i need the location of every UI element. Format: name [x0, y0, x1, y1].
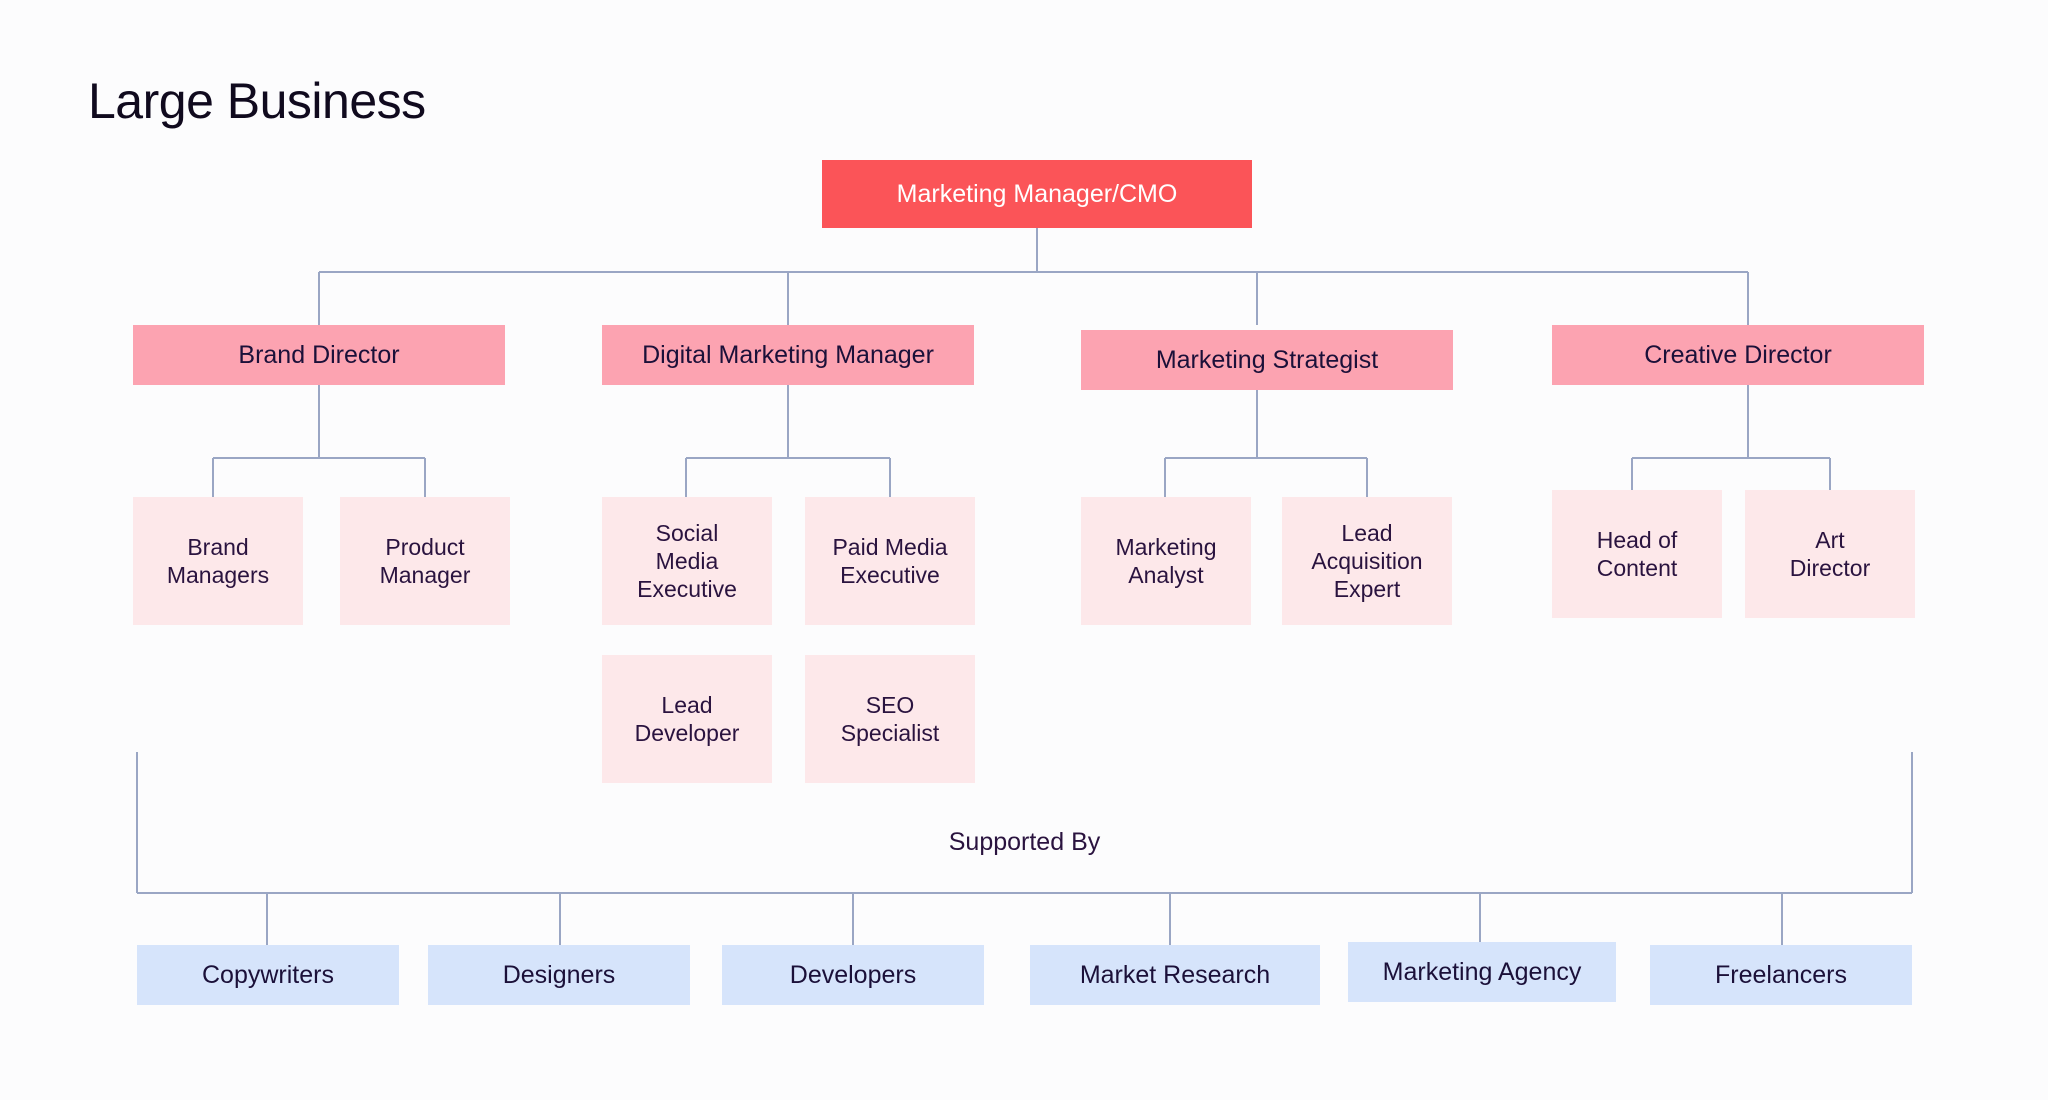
node-support-designers[interactable]: Designers [428, 945, 690, 1005]
node-support-copywriters[interactable]: Copywriters [137, 945, 399, 1005]
node-root[interactable]: Marketing Manager/CMO [822, 160, 1252, 228]
node-marketing-analyst[interactable]: Marketing Analyst [1081, 497, 1251, 625]
page-title: Large Business [88, 73, 426, 129]
node-lead-developer[interactable]: Lead Developer [602, 655, 772, 783]
node-support-marketing-agency[interactable]: Marketing Agency [1348, 942, 1616, 1002]
node-product-manager[interactable]: Product Manager [340, 497, 510, 625]
node-director-creative[interactable]: Creative Director [1552, 325, 1924, 385]
node-art-director[interactable]: Art Director [1745, 490, 1915, 618]
node-lead-acquisition-expert[interactable]: Lead Acquisition Expert [1282, 497, 1452, 625]
node-support-market-research[interactable]: Market Research [1030, 945, 1320, 1005]
supported-by-label: Supported By [948, 828, 1101, 856]
node-director-brand[interactable]: Brand Director [133, 325, 505, 385]
node-support-freelancers[interactable]: Freelancers [1650, 945, 1912, 1005]
node-head-of-content[interactable]: Head of Content [1552, 490, 1722, 618]
node-seo-specialist[interactable]: SEO Specialist [805, 655, 975, 783]
node-support-developers[interactable]: Developers [722, 945, 984, 1005]
node-director-marketing-strategist[interactable]: Marketing Strategist [1081, 330, 1453, 390]
node-brand-managers[interactable]: Brand Managers [133, 497, 303, 625]
node-social-media-executive[interactable]: Social Media Executive [602, 497, 772, 625]
node-paid-media-executive[interactable]: Paid Media Executive [805, 497, 975, 625]
node-director-digital-marketing[interactable]: Digital Marketing Manager [602, 325, 974, 385]
